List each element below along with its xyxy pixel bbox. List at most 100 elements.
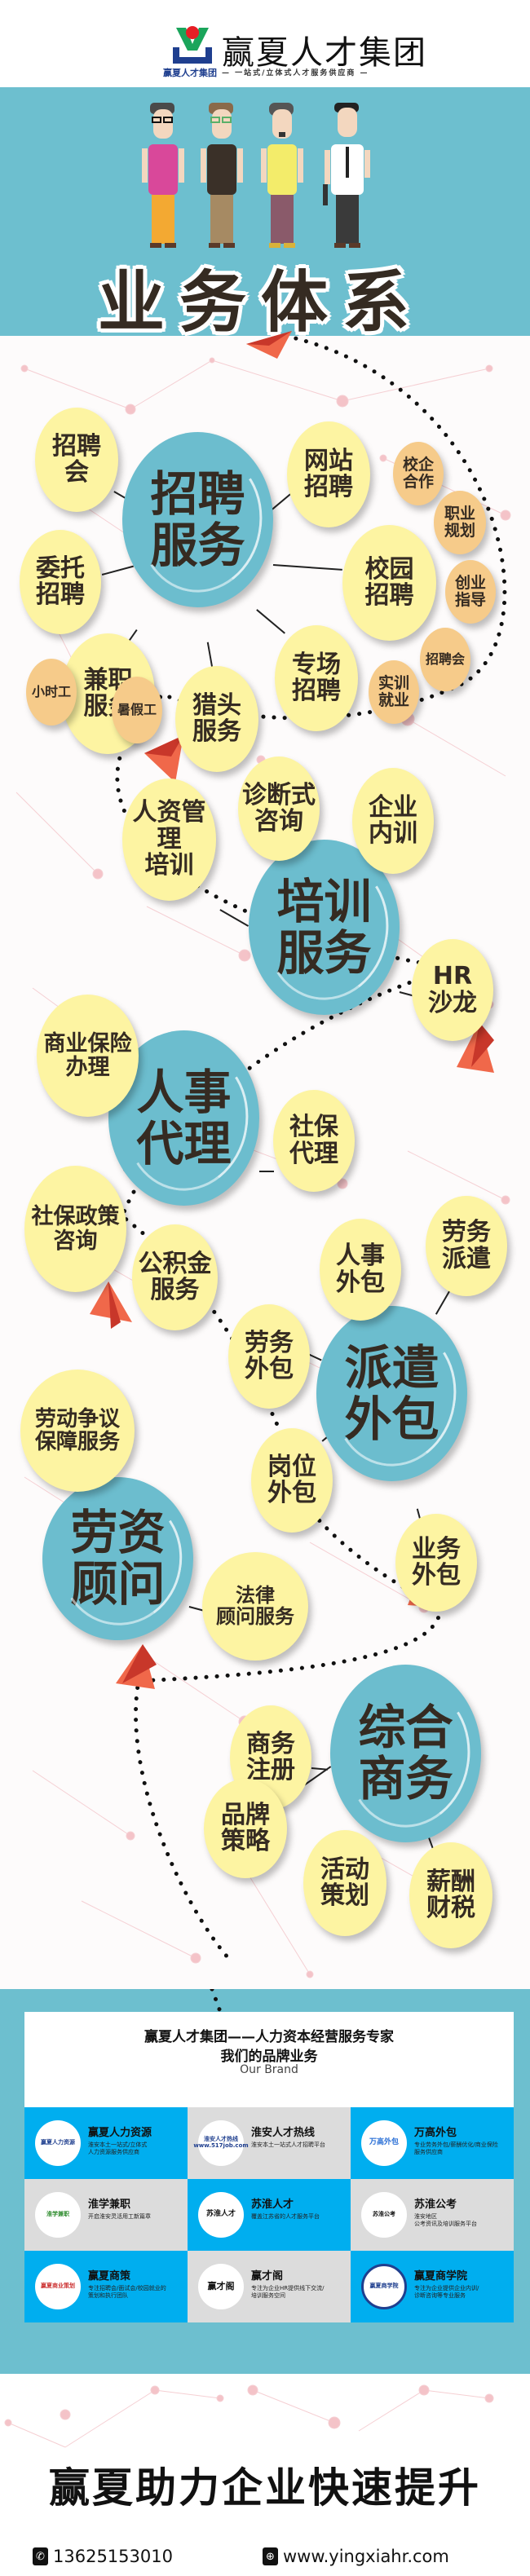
globe-icon: ⊕ <box>263 2547 278 2565</box>
brand-name: 淮安人才热线 <box>251 2127 316 2139</box>
brand-tile[interactable]: 苏淮公考 苏淮公考 淮安地区 公考资讯及培训服务平台 <box>351 2179 514 2251</box>
brand-logo: 赢夏商业策划 <box>35 2264 81 2309</box>
characters-illustration <box>142 103 370 248</box>
paper-plane-icon <box>246 331 292 359</box>
bubble-corporate-training[interactable]: 企业 内训 <box>352 768 434 874</box>
hero-title: 业务体系 <box>97 264 424 342</box>
bubble-integrated-business[interactable]: 综合 商务 <box>330 1665 481 1842</box>
bubble-dispatch-outsourcing[interactable]: 派遣 外包 <box>316 1306 467 1481</box>
brand-desc: 开启淮安灵活用工新篇章 <box>88 2213 151 2220</box>
brand-desc: 专业劳务外包/薪酬优化/商业保险 服务供应商 <box>414 2142 498 2156</box>
bubble-campus-recruitment[interactable]: 校园 招聘 <box>342 525 436 641</box>
bubble-event-planning[interactable]: 活动 策划 <box>303 1830 386 1936</box>
phone-number[interactable]: 13625153010 <box>53 2547 173 2566</box>
brand-tile[interactable]: 赢夏人力资源 赢夏人力资源 淮安本土一站式/立体式 人力资源服务供应商 <box>24 2107 188 2179</box>
bubble-social-insurance-agency[interactable]: 社保 代理 <box>273 1090 355 1192</box>
bubble-job-fair[interactable]: 招聘 会 <box>35 408 118 512</box>
brand-logo: 苏淮公考 <box>361 2192 407 2238</box>
paper-plane-icon <box>144 735 183 783</box>
bubble-social-policy-consulting[interactable]: 社保政策 咨询 <box>24 1166 126 1292</box>
brand-tagline: — 一站式/立体式人才服务供应商 — <box>222 69 369 77</box>
bubble-hourly-worker[interactable]: 小时工 <box>26 659 77 726</box>
person-yellow-shirt <box>261 103 303 248</box>
header: 赢夏人才集团 赢夏人才集团 — 一站式/立体式人才服务供应商 — <box>0 0 530 87</box>
brand-desc: 覆盖江苏省的人才服务平台 <box>251 2213 320 2220</box>
brand-name: 赢夏人力资源 <box>88 2127 152 2139</box>
brand-heading: 赢夏人才集团——人力资本经营服务专家 <box>144 2029 394 2045</box>
brand-card: 赢夏人才集团——人力资本经营服务专家 我们的品牌业务 Our Brand 赢夏人… <box>24 2012 514 2322</box>
website-link[interactable]: www.yingxiahr.com <box>283 2547 449 2566</box>
bubble-website-recruitment[interactable]: 网站 招聘 <box>287 421 370 527</box>
website-contact[interactable]: ⊕ www.yingxiahr.com <box>263 2547 449 2566</box>
brand-name: 赢才阁 <box>251 2270 284 2283</box>
bubble-job-fair-mini[interactable]: 招聘会 <box>420 628 470 691</box>
network-background <box>4 2384 494 2448</box>
bubble-labor-outsourcing[interactable]: 劳务 外包 <box>228 1304 310 1409</box>
bubble-entrusted-recruitment[interactable]: 委托 招聘 <box>20 530 101 634</box>
phone-contact[interactable]: ✆ 13625153010 <box>33 2547 173 2566</box>
service-network: 招聘 服务 招聘 会 委托 招聘 兼职 服务 猎头 服务 专场 招聘 网站 招聘… <box>0 331 530 1991</box>
brand-name: 万高外包 <box>414 2127 457 2139</box>
brand-logo: 淮安人才热线 www.517job.com <box>193 2120 249 2166</box>
footer <box>0 2374 530 2576</box>
bubble-position-outsourcing[interactable]: 岗位 外包 <box>251 1428 333 1533</box>
person-white-shirt <box>323 103 370 248</box>
paper-plane-icon <box>457 1022 494 1073</box>
brand-tile[interactable]: 苏淮人才 苏淮人才 覆盖江苏省的人才服务平台 <box>188 2179 351 2251</box>
bubble-hr-salon[interactable]: HR 沙龙 <box>412 939 493 1041</box>
hero-banner: 业务体系 <box>0 87 530 342</box>
brand-tile[interactable]: 淮安人才热线 www.517job.com 淮安人才热线 淮安本土一站式人才招聘… <box>188 2107 351 2179</box>
brand-logo: 苏淮人才 <box>198 2192 244 2238</box>
brand-tile[interactable]: 赢夏商业策划 赢夏商策 专注招聘会/面试会/校园就业的 策划和执行团队 <box>24 2251 188 2322</box>
bubble-school-enterprise[interactable]: 校企 合作 <box>393 442 444 505</box>
phone-icon: ✆ <box>33 2547 48 2565</box>
brand-name: 赢夏商策 <box>88 2270 131 2283</box>
bubble-hr-management-training[interactable]: 人资管理 培训 <box>122 779 216 901</box>
brand-logo: 赢才阁 <box>198 2264 244 2309</box>
bubble-startup-guidance[interactable]: 创业 指导 <box>445 560 496 624</box>
bubble-training-service[interactable]: 培训 服务 <box>249 840 400 1015</box>
brand-name: 淮学兼职 <box>88 2199 131 2211</box>
brand-desc: 专注为企业HR提供线下交流/ 培训服务空间 <box>251 2285 325 2300</box>
bubble-business-outsourcing[interactable]: 业务 外包 <box>395 1514 477 1612</box>
person-black-shirt <box>201 103 243 248</box>
brand-name: 赢夏人才集团 <box>222 34 427 72</box>
bubble-salary-finance-tax[interactable]: 薪酬 财税 <box>409 1842 492 1948</box>
brand-desc: 专注招聘会/面试会/校园就业的 策划和执行团队 <box>88 2285 166 2300</box>
bubble-legal-consulting[interactable]: 法律 顾问服务 <box>202 1552 308 1661</box>
bubble-commercial-insurance[interactable]: 商业保险 办理 <box>37 995 139 1117</box>
bubble-hr-outsourcing[interactable]: 人事 外包 <box>320 1219 401 1321</box>
brand-tile[interactable]: 赢夏商学院 赢夏商学院 专注为企业提供企业内训/ 诊断咨询等专业服务 <box>351 2251 514 2322</box>
bubble-career-planning[interactable]: 职业 规划 <box>434 491 486 554</box>
bubble-labor-dispatch[interactable]: 劳务 派遣 <box>426 1196 507 1296</box>
brand-logo: 赢夏商学院 <box>361 2264 407 2309</box>
brand-name-small: 赢夏人才集团 <box>163 68 217 78</box>
paper-plane-icon <box>116 1644 157 1689</box>
bubble-brand-strategy[interactable]: 品牌 策略 <box>204 1779 287 1878</box>
paper-plane-icon <box>90 1281 132 1329</box>
bubble-headhunting-service[interactable]: 猎头 服务 <box>175 666 258 772</box>
brand-name: 苏淮人才 <box>251 2199 294 2211</box>
brand-name: 苏淮公考 <box>414 2199 457 2211</box>
person-pink-shirt <box>142 103 184 248</box>
brand-logo: 淮学兼职 <box>35 2192 81 2238</box>
bubble-recruitment-service[interactable]: 招聘 服务 <box>122 432 273 607</box>
brand-desc: 淮安地区 公考资讯及培训服务平台 <box>414 2213 477 2228</box>
slogan: 赢夏助力企业快速提升 <box>49 2464 481 2512</box>
brand-desc: 淮安本土一站式/立体式 人力资源服务供应商 <box>88 2142 148 2156</box>
brand-english: Our Brand <box>240 2063 298 2076</box>
bubble-special-recruitment[interactable]: 专场 招聘 <box>275 625 358 731</box>
brand-logo: 赢夏人力资源 <box>35 2120 81 2166</box>
brand-tile[interactable]: 淮学兼职 淮学兼职 开启淮安灵活用工新篇章 <box>24 2179 188 2251</box>
brand-tile[interactable]: 赢才阁 赢才阁 专注为企业HR提供线下交流/ 培训服务空间 <box>188 2251 351 2322</box>
brand-grid: 赢夏人力资源 赢夏人力资源 淮安本土一站式/立体式 人力资源服务供应商 淮安人才… <box>24 2107 514 2322</box>
bubble-summer-worker[interactable]: 暑假工 <box>112 677 162 743</box>
brand-desc: 淮安本土一站式人才招聘平台 <box>251 2142 325 2148</box>
bubble-diagnostic-consulting[interactable]: 诊断式 咨询 <box>238 756 320 861</box>
bubble-training-employment[interactable]: 实训 就业 <box>369 660 419 724</box>
brand-subheading: 我们的品牌业务 <box>220 2049 318 2065</box>
bubble-labor-dispute-service[interactable]: 劳动争议 保障服务 <box>20 1370 135 1492</box>
brand-tile[interactable]: 万高外包 万高外包 专业劳务外包/薪酬优化/商业保险 服务供应商 <box>351 2107 514 2179</box>
bubble-labor-consultant[interactable]: 劳资 顾问 <box>42 1477 193 1640</box>
bubble-housing-fund-service[interactable]: 公积金 服务 <box>132 1224 218 1330</box>
